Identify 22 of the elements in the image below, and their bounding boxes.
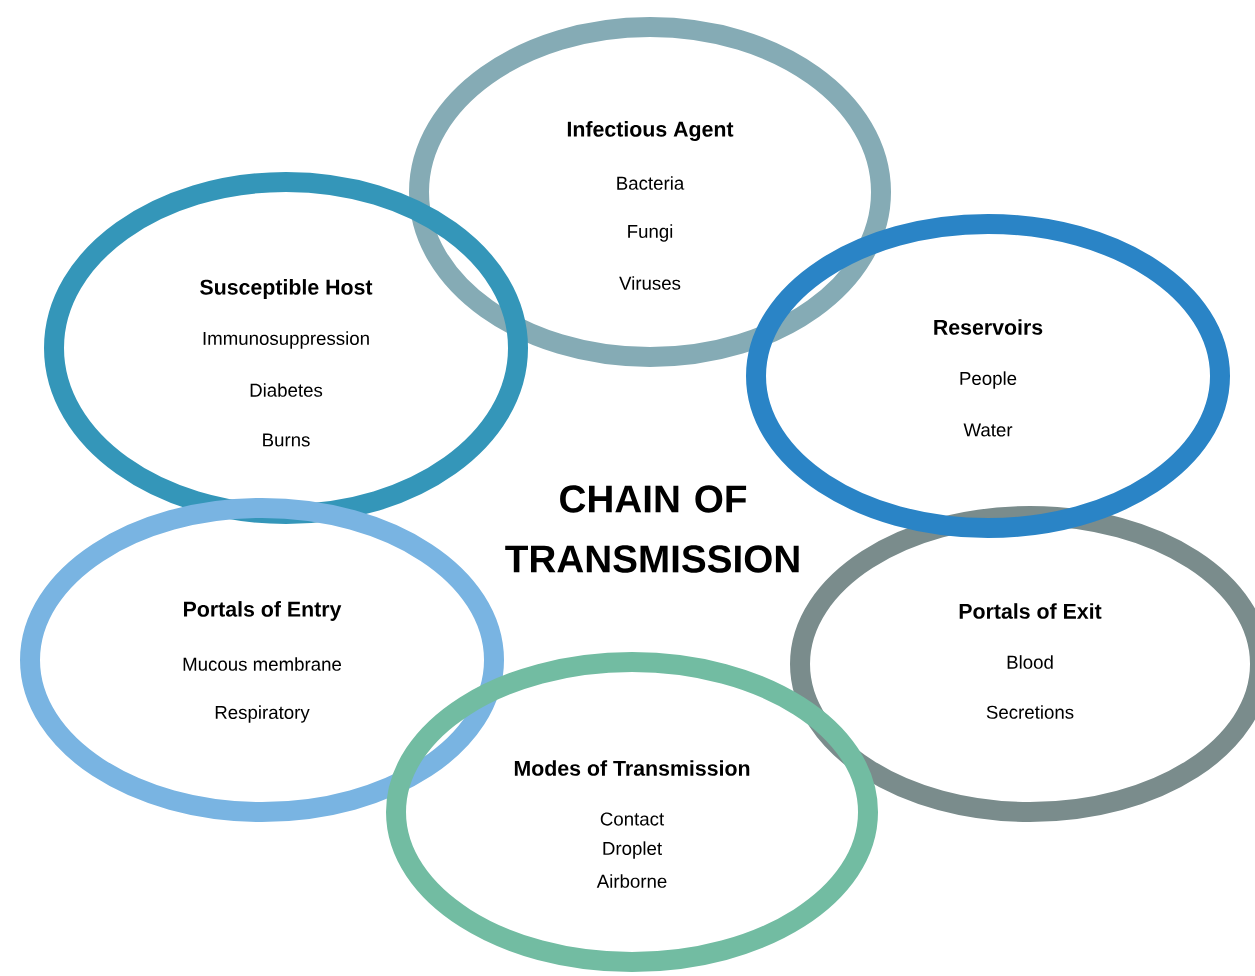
item-text: Viruses [619,276,681,290]
item-text: Respiratory [215,705,310,723]
item-text: Contact [600,812,665,826]
item-text: Fungi [628,224,673,242]
item-text: Immunosuppression [203,331,369,349]
item-text: People [960,371,1017,389]
item-text: Secretions [986,705,1074,719]
item-text: Bacteria [617,176,685,190]
heading: Modes of Transmission [514,760,750,776]
heading: Infectious Agent [567,121,734,141]
heading: Susceptible Host [200,279,373,299]
item-text: Mucous membrane [183,657,342,671]
item-text: Blood [1007,655,1053,669]
heading: Portals of Exit [959,603,1102,619]
title: CHAIN OF TRANSMISSION [505,485,799,573]
item-text: Burns [263,433,310,447]
item-text: Diabetes [250,383,323,397]
heading: Portals of Entry [184,601,342,621]
item-text: Droplet [603,841,662,859]
item-text: Water [963,423,1013,437]
heading: Reservoirs [934,319,1043,335]
item-text: Airborne [596,874,667,888]
